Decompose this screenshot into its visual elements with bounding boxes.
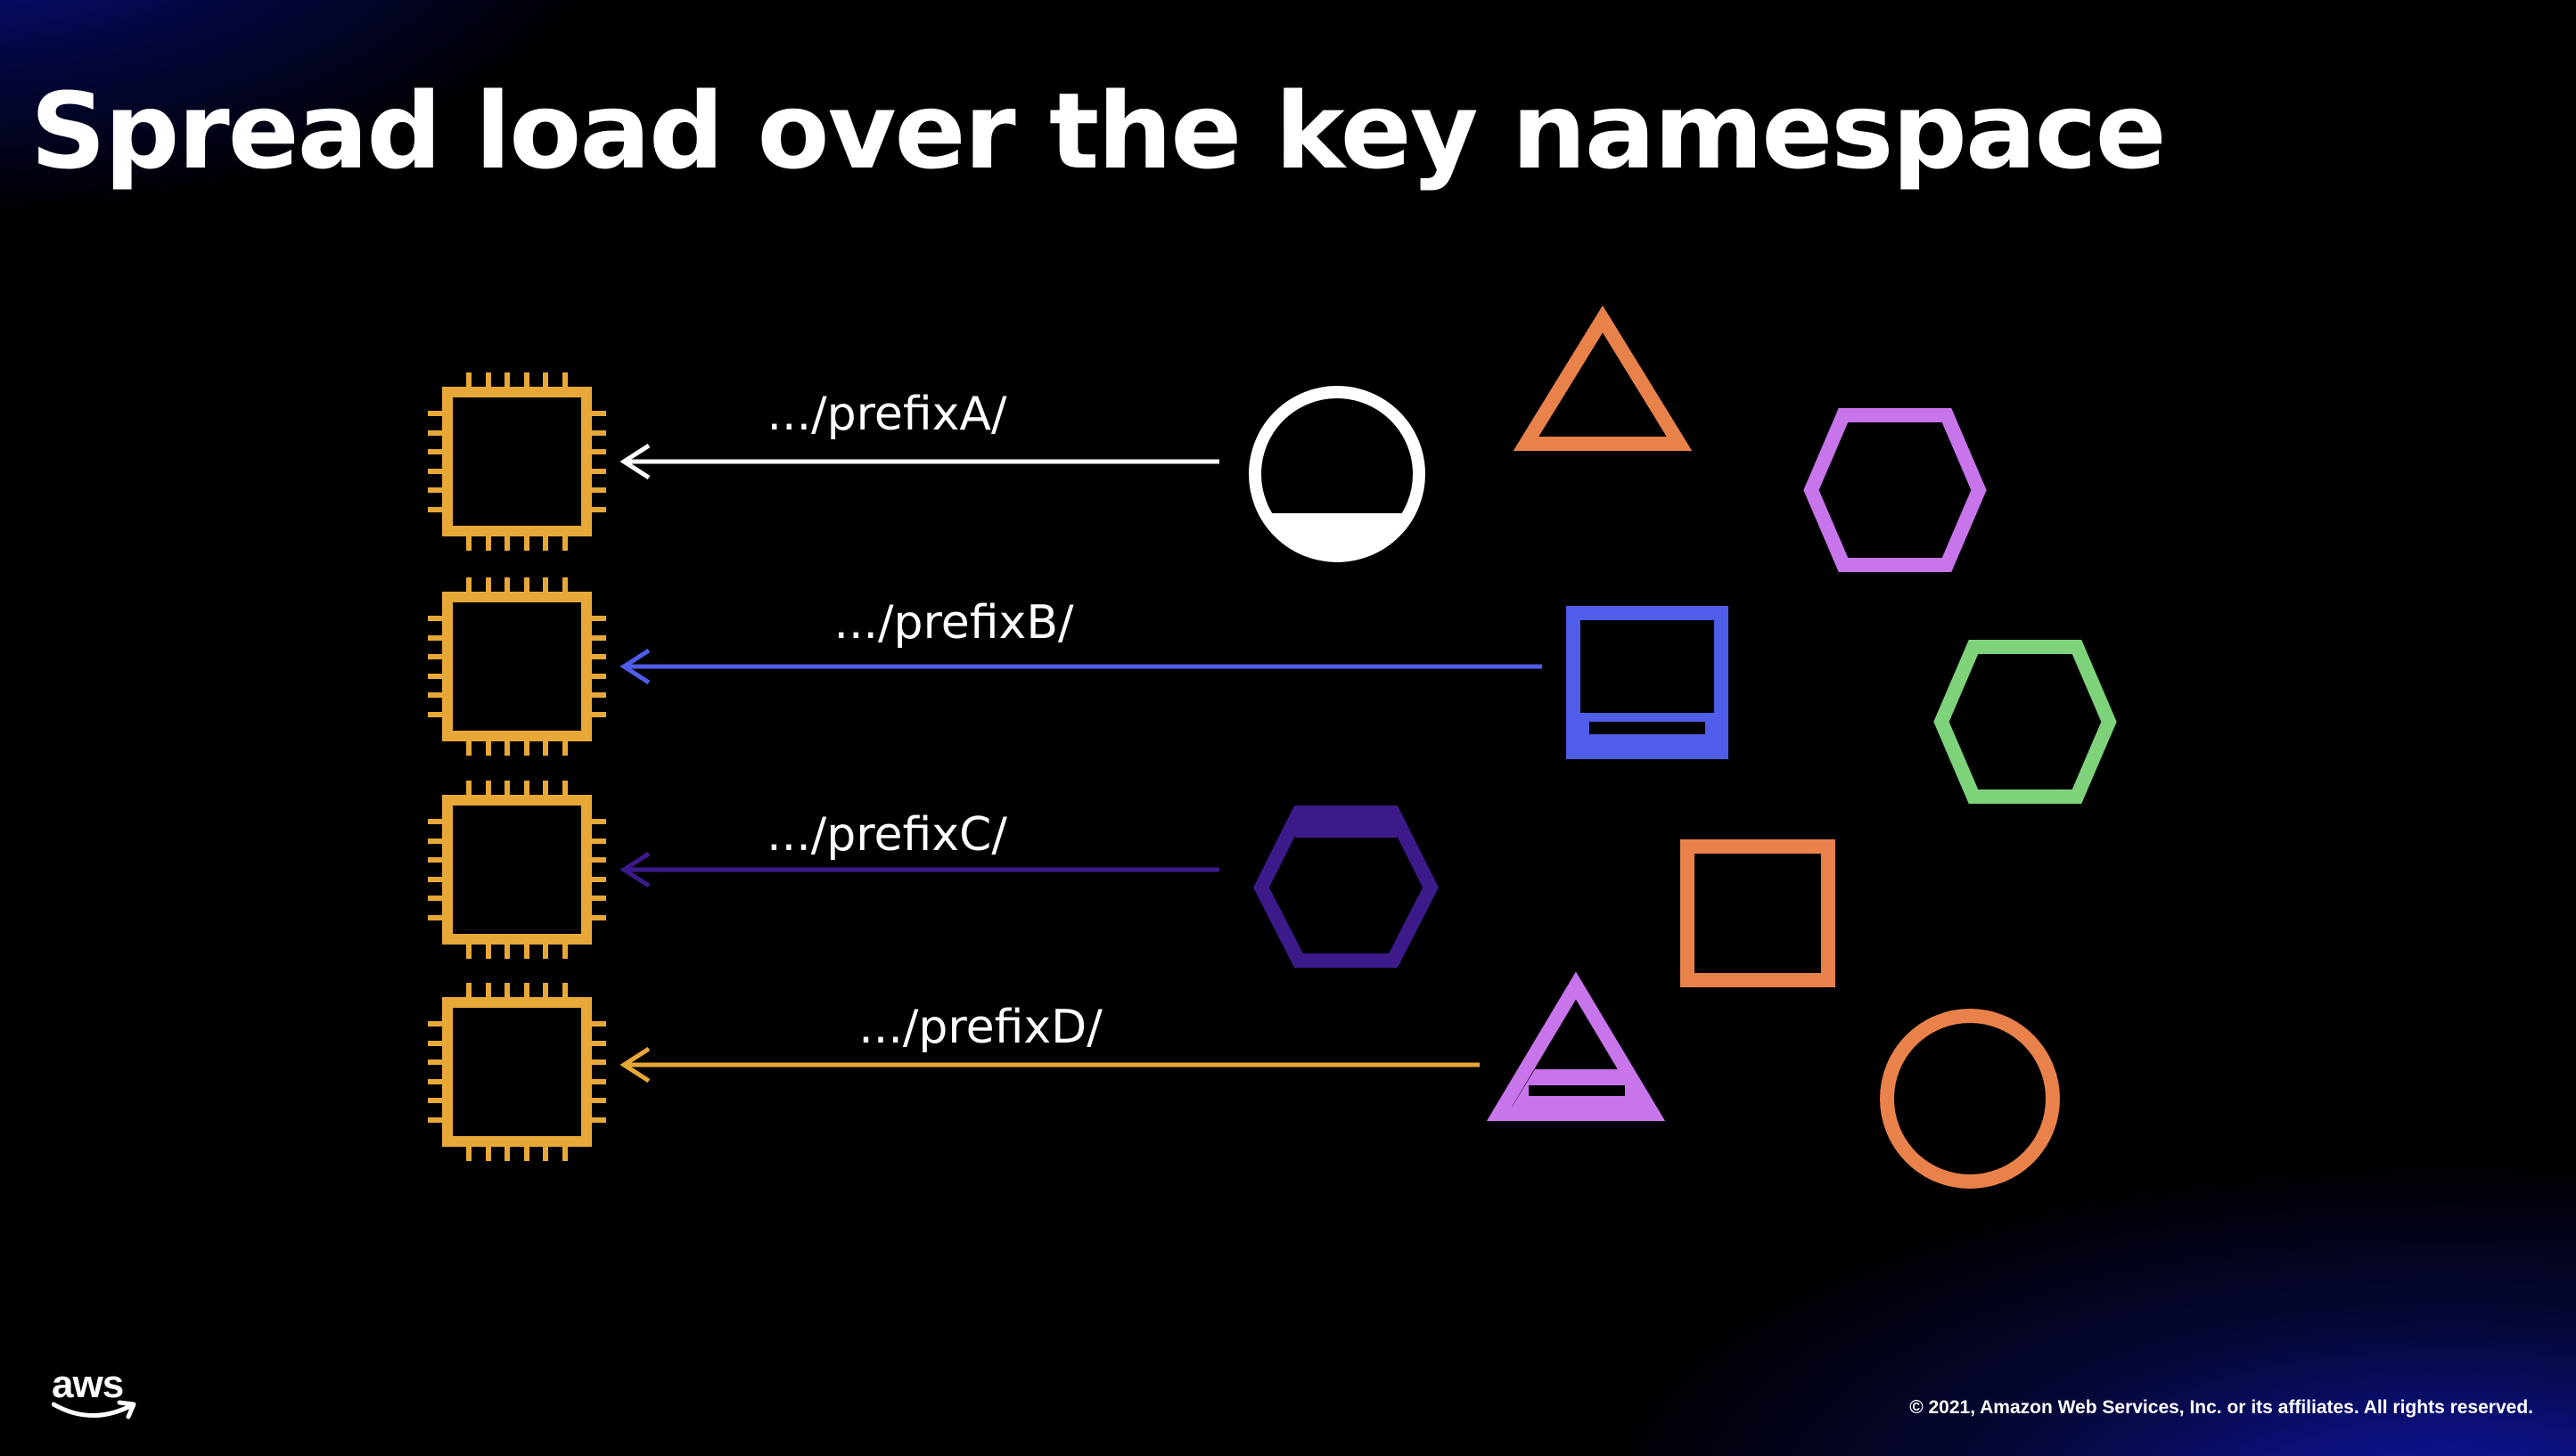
prefix-label-a: .../prefixA/ — [767, 388, 1007, 441]
slide-title: Spread load over the key namespace — [30, 70, 2167, 192]
purple-hexagon-icon — [1803, 408, 1987, 572]
compute-chip-icon — [428, 983, 606, 1161]
compute-chip-icon — [428, 372, 606, 551]
arrow-head-c — [619, 851, 651, 888]
arrow-head-d — [619, 1046, 651, 1084]
prefix-label-c: .../prefixC/ — [767, 808, 1007, 862]
arrow-head-a — [619, 443, 651, 480]
circle-bucket-icon — [1249, 386, 1425, 562]
hexagon-bucket-icon — [1253, 806, 1439, 968]
aws-smile-icon — [52, 1400, 136, 1419]
orange-circle-icon — [1880, 1009, 2060, 1189]
triangle-bucket-icon — [1486, 971, 1666, 1121]
orange-square-icon — [1680, 839, 1835, 987]
arrow-head-b — [619, 648, 651, 685]
orange-triangle-icon — [1513, 305, 1693, 451]
aws-logo: aws — [52, 1365, 141, 1427]
prefix-label-b: .../prefixB/ — [833, 596, 1074, 650]
copyright-notice: © 2021, Amazon Web Services, Inc. or its… — [1909, 1397, 2533, 1418]
green-hexagon-icon — [1933, 640, 2117, 804]
compute-chip-icon — [428, 781, 606, 959]
prefix-label-d: .../prefixD/ — [858, 1001, 1103, 1054]
square-bucket-icon — [1566, 606, 1728, 759]
compute-chip-icon — [428, 577, 606, 756]
